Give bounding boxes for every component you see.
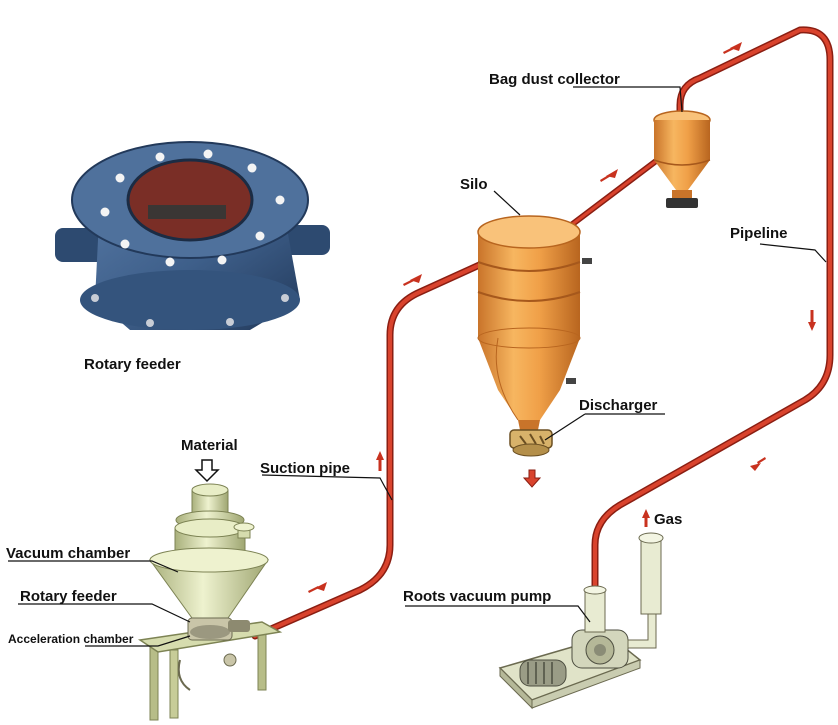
rotary-feeder-label: Rotary feeder bbox=[20, 588, 117, 605]
leader-lines bbox=[8, 86, 827, 647]
flow-arrow-icon bbox=[723, 42, 742, 54]
material-label: Material bbox=[181, 437, 238, 454]
pipeline bbox=[251, 26, 834, 640]
bag-dust-collector bbox=[653, 110, 711, 208]
flow-arrow-icon bbox=[308, 582, 327, 593]
bag-dust-collector-label: Bag dust collector bbox=[489, 71, 620, 88]
pipeline-label: Pipeline bbox=[730, 225, 788, 242]
gas-label: Gas bbox=[654, 511, 683, 528]
roots-vacuum-pump-label: Roots vacuum pump bbox=[403, 588, 552, 605]
roots-vacuum-pump bbox=[498, 532, 664, 710]
silo bbox=[477, 215, 592, 430]
vacuum-chamber-label: Vacuum chamber bbox=[6, 545, 131, 562]
rotary-feeder-photo bbox=[55, 141, 330, 330]
suction-pipe-label: Suction pipe bbox=[260, 460, 350, 477]
silo-label: Silo bbox=[460, 176, 488, 193]
flow-arrow-icon bbox=[642, 509, 650, 527]
rotary-feeder-photo-label: Rotary feeder bbox=[84, 356, 181, 373]
flow-arrow-icon bbox=[376, 451, 384, 471]
flow-arrows bbox=[308, 42, 816, 593]
flow-arrow-icon bbox=[600, 169, 618, 182]
acceleration-chamber-label: Acceleration chamber bbox=[8, 632, 134, 646]
vacuum-chamber-assembly bbox=[137, 483, 283, 721]
discharger bbox=[509, 429, 553, 457]
discharger-label: Discharger bbox=[579, 397, 658, 414]
discharge-arrow-icon bbox=[522, 469, 542, 488]
flow-arrow-icon bbox=[808, 310, 816, 331]
flow-arrow-icon bbox=[403, 274, 422, 286]
material-arrow-icon bbox=[194, 459, 220, 483]
flow-arrow-icon bbox=[750, 457, 766, 471]
